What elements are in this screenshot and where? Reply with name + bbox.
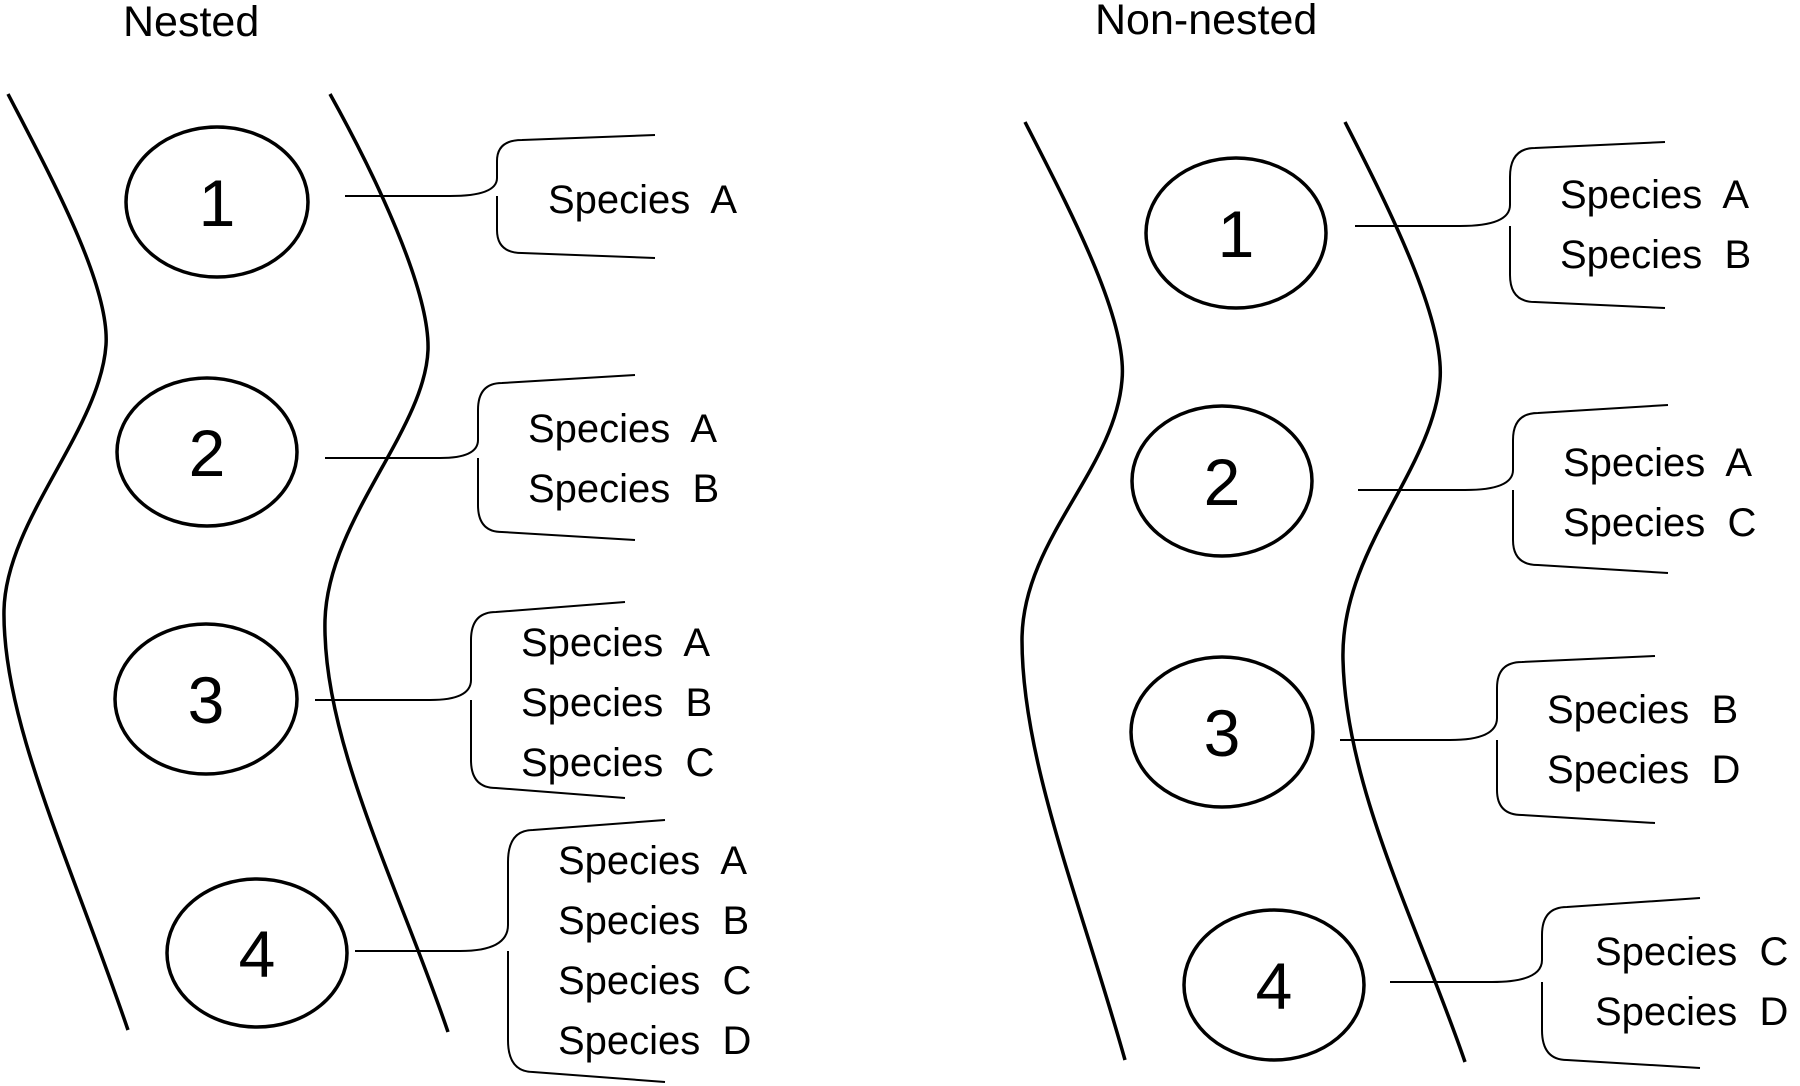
river-bank-right-non-nested [1341,121,1467,1063]
species-label: Species B [521,681,712,725]
species-bracket [355,819,666,1083]
site-number: 1 [199,166,236,240]
species-bracket [325,374,636,541]
species-bracket [1355,141,1666,309]
site-1-non-nested: 1 Species A Species B [1144,141,1751,310]
species-label: Species B [1547,688,1738,732]
species-label: Species A [1560,173,1749,217]
site-circle [113,622,299,776]
site-2-nested: 2 Species A Species B [115,374,719,541]
species-label: Species C [1563,501,1756,545]
site-circle [124,125,310,279]
panel-title-nested: Nested [123,0,259,46]
panel-non-nested: Non-nested 1 Species A Species B 2 Speci… [1020,0,1788,1069]
species-label: Species C [521,741,714,785]
species-label: Species B [558,899,749,943]
site-circle [115,376,299,528]
species-label: Species D [1595,990,1788,1034]
site-circle [1182,908,1366,1062]
species-label: Species A [548,178,737,222]
species-label: Species D [1547,748,1740,792]
site-2-non-nested: 2 Species A Species C [1130,404,1756,574]
site-4-nested: 4 Species A Species B Species C Species … [165,819,751,1083]
species-label: Species C [558,959,751,1003]
site-number: 3 [1204,696,1241,770]
site-3-non-nested: 3 Species B Species D [1129,655,1740,824]
species-label: Species A [528,407,717,451]
species-bracket [1390,897,1701,1069]
species-label: Species B [528,467,719,511]
river-bank-left-nested [2,93,130,1031]
site-number: 2 [189,416,226,490]
species-bracket [315,601,626,799]
species-bracket [1340,655,1656,824]
site-number: 3 [188,663,225,737]
panel-title-non-nested: Non-nested [1095,0,1317,44]
panel-nested: Nested 1 Species A 2 Species A Species B… [2,0,751,1083]
site-circle [165,877,349,1029]
species-label: Species D [558,1019,751,1063]
species-bracket [1358,404,1669,574]
site-number: 4 [239,917,276,991]
site-circle [1129,655,1315,809]
site-circle [1130,404,1314,558]
site-circle [1144,156,1328,310]
site-number: 1 [1218,197,1255,271]
species-label: Species A [558,839,747,883]
site-4-non-nested: 4 Species C Species D [1182,897,1788,1069]
site-number: 4 [1256,949,1293,1023]
species-bracket [345,134,656,259]
species-label: Species C [1595,930,1788,974]
species-label: Species A [521,621,710,665]
site-1-nested: 1 Species A [124,125,737,279]
river-bank-left-non-nested [1020,121,1127,1061]
river-bank-right-nested [323,93,450,1033]
species-label: Species B [1560,233,1751,277]
site-number: 2 [1204,445,1241,519]
site-3-nested: 3 Species A Species B Species C [113,601,714,799]
species-label: Species A [1563,441,1752,485]
